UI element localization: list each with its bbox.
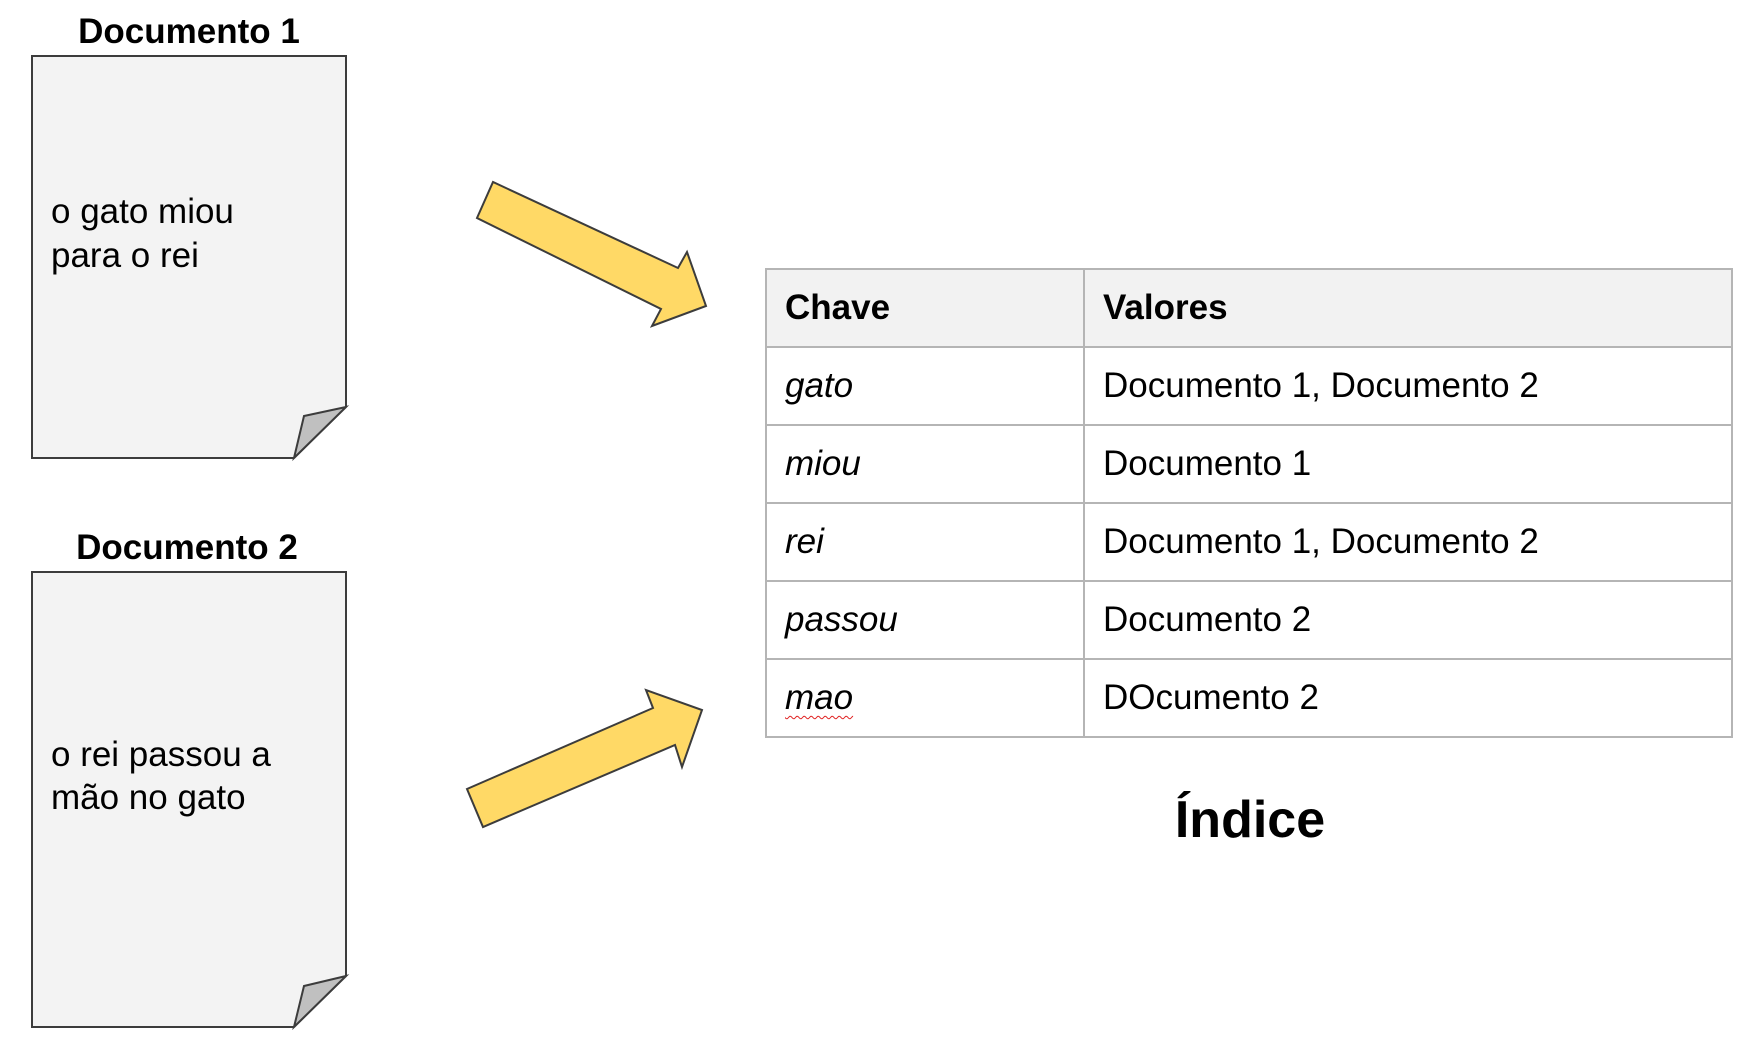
header-values: Valores [1083,268,1733,348]
document-2-title: Documento 2 [76,528,298,567]
table-header-row: Chave Valores [765,268,1733,348]
row-key: passou [765,580,1085,660]
document-2: Documento 2 o rei passou a mão no gato [31,528,350,1031]
row-key: mao [785,678,854,717]
arrow-document-1-to-index-icon [475,180,708,328]
row-key-cell: mao [765,658,1085,738]
table-row: passou Documento 2 [765,580,1733,660]
document-1-text-line-2: para o rei [51,236,199,275]
arrow-document-2-to-index-icon [465,688,704,829]
index-caption: Índice [1174,791,1326,849]
table-row: mao DOcumento 2 [765,658,1733,738]
index-table: Chave Valores gato Documento 1, Document… [765,268,1733,738]
table-row: gato Documento 1, Documento 2 [765,346,1733,426]
row-values: Documento 1 [1083,424,1733,504]
document-2-folded-corner [292,974,350,1031]
document-1-folded-corner [292,405,350,462]
row-values: DOcumento 2 [1083,658,1733,738]
row-values: Documento 1, Documento 2 [1083,502,1733,582]
document-1: Documento 1 o gato miou para o rei [31,12,350,462]
header-key: Chave [765,268,1085,348]
row-key: rei [765,502,1085,582]
document-1-text-line-1: o gato miou [51,192,234,231]
table-row: rei Documento 1, Documento 2 [765,502,1733,582]
document-2-text-line-2: mão no gato [51,778,246,817]
row-key: gato [765,346,1085,426]
row-key: miou [765,424,1085,504]
table-row: miou Documento 1 [765,424,1733,504]
row-values: Documento 1, Documento 2 [1083,346,1733,426]
document-1-title: Documento 1 [78,12,300,51]
document-2-text-line-1: o rei passou a [51,735,271,774]
row-values: Documento 2 [1083,580,1733,660]
